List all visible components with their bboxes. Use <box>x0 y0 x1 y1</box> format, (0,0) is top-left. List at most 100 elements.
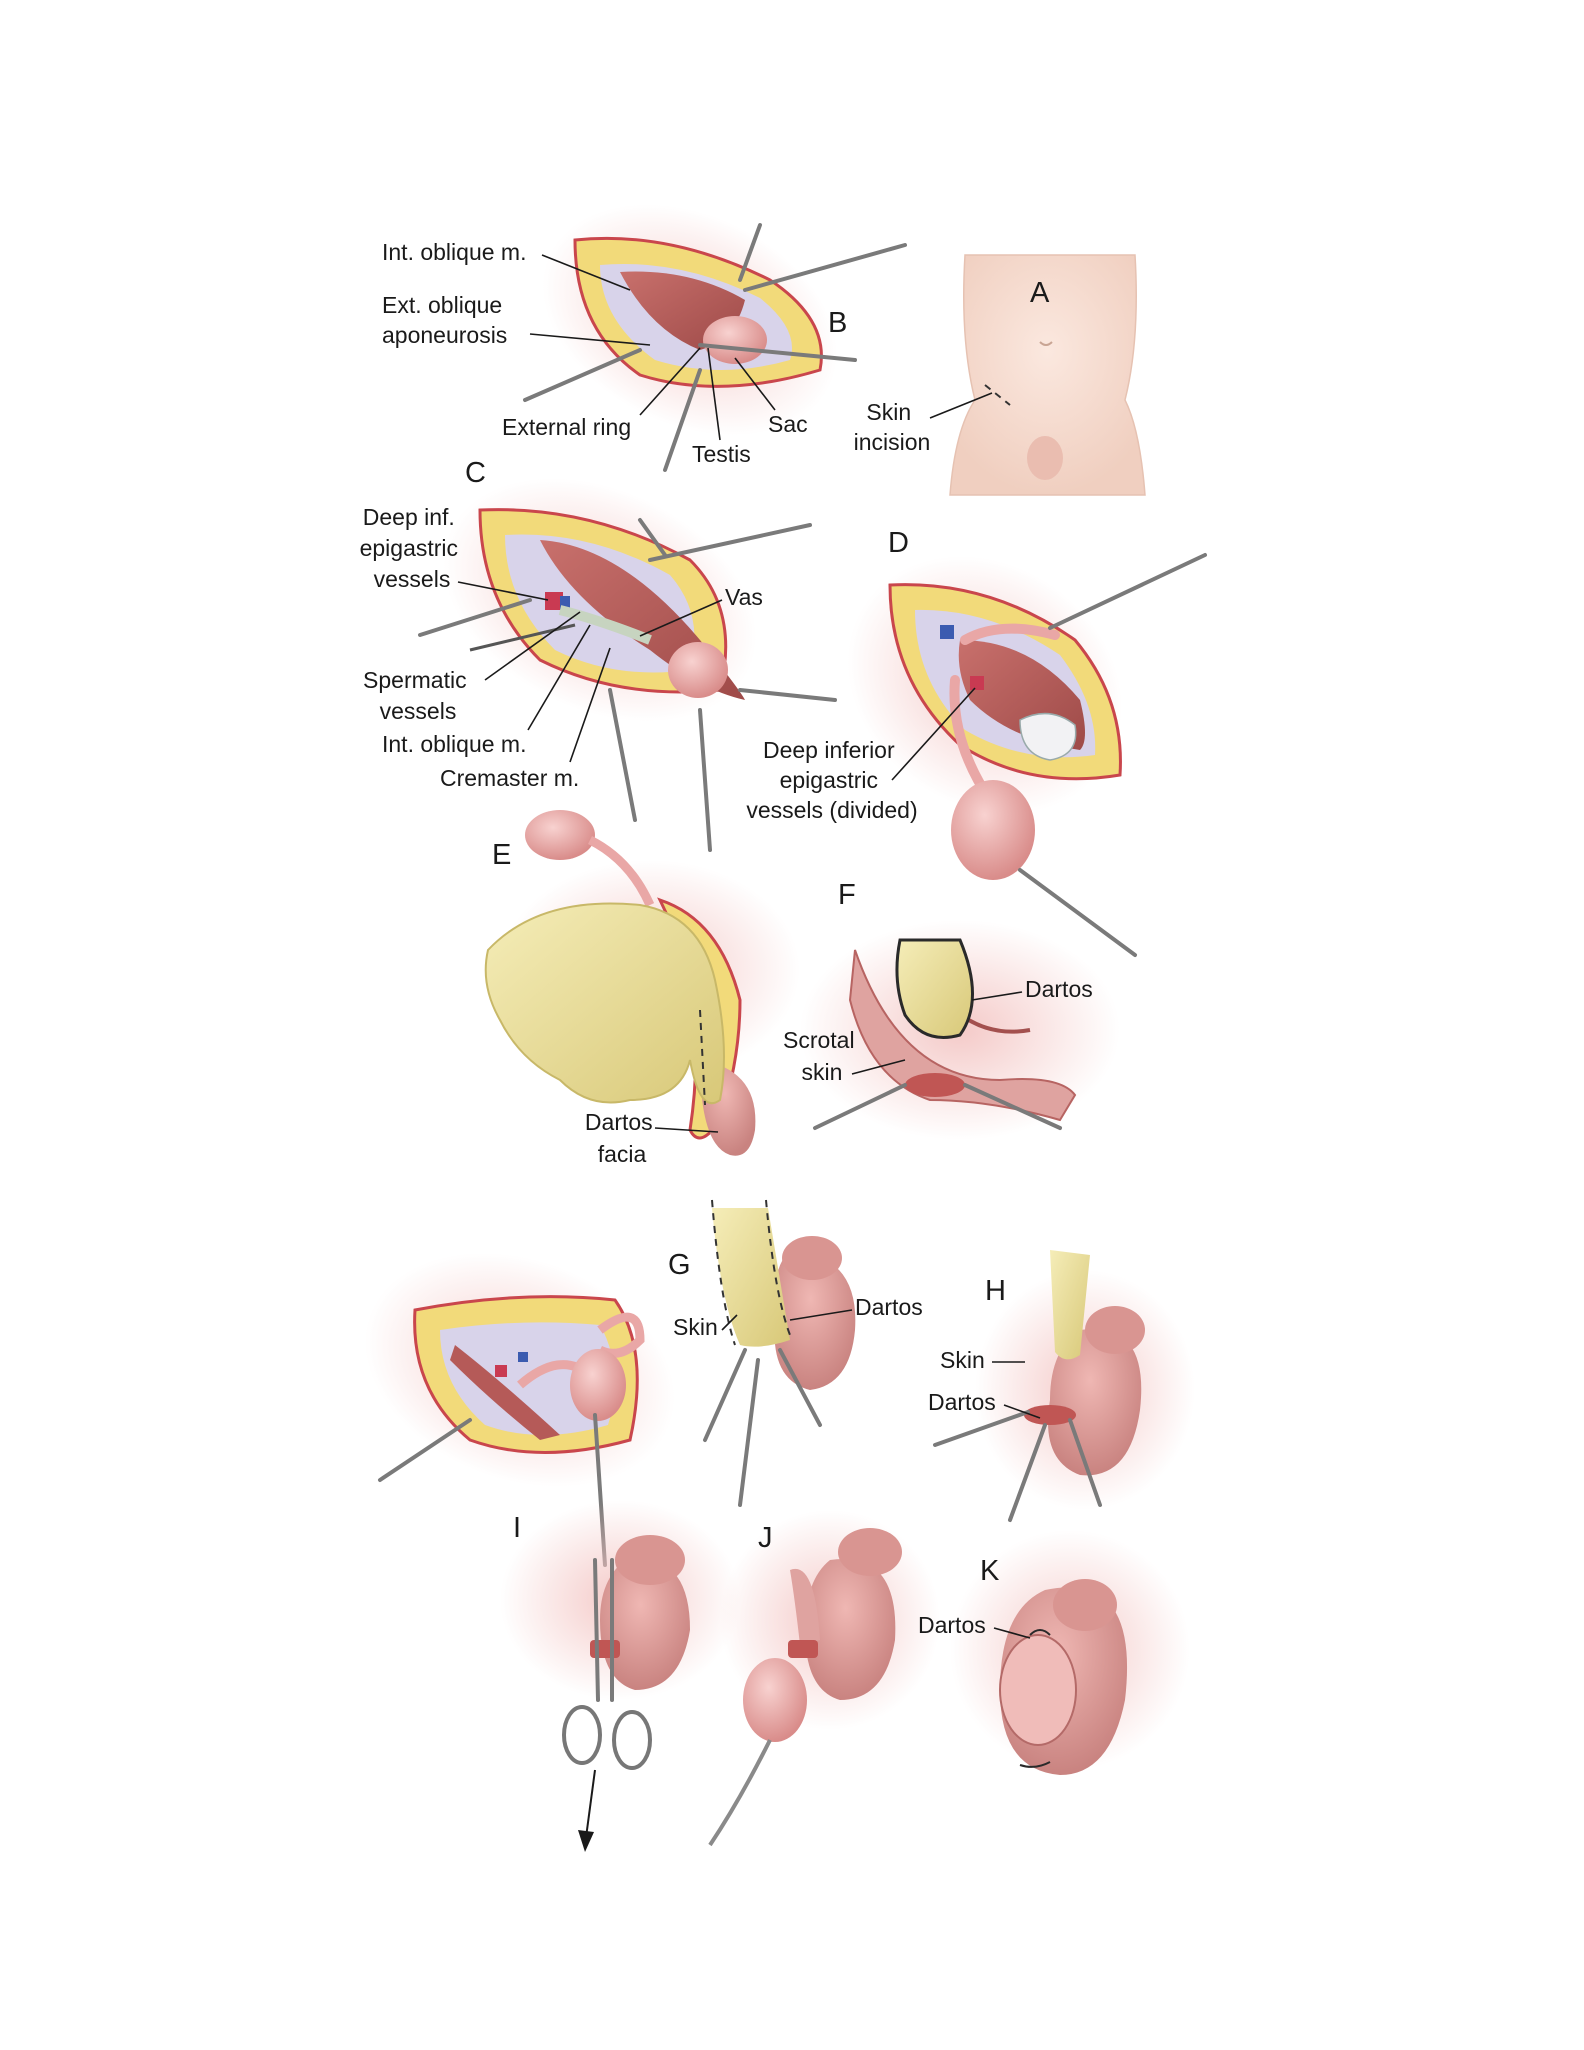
panel-letter-e: E <box>492 839 511 871</box>
clamp-instrument <box>562 1558 652 1770</box>
panel-e: E Dartos facia <box>484 810 800 1167</box>
clamp-instruments <box>418 518 837 852</box>
panel-a: A Skin incision <box>854 254 1146 496</box>
leader-dartos-g <box>789 1309 853 1321</box>
vessels-red <box>495 1365 507 1377</box>
testis-shape <box>951 780 1035 880</box>
testis-shape <box>668 642 728 698</box>
leader-dartos-facia <box>654 1127 719 1133</box>
clamp-instruments <box>933 1410 1102 1522</box>
testis-in-scrotum <box>999 1634 1077 1746</box>
label-int-oblique-c: Int. oblique m. <box>382 731 526 757</box>
testis-shape <box>570 1349 626 1421</box>
panel-j: J <box>708 1510 940 1847</box>
scrotal-opening <box>905 1073 965 1097</box>
traction-instruments <box>1018 553 1207 957</box>
divided-vessels-red <box>970 676 984 690</box>
gloved-finger <box>895 938 974 1039</box>
label-testis: Testis <box>692 441 751 467</box>
leader-external-ring <box>639 347 701 416</box>
scrotum-shape <box>774 1250 856 1390</box>
label-deep-inf-epigastric: Deep inf. epigastric vessels <box>360 504 465 592</box>
testis-shape <box>743 1658 807 1742</box>
testis-shape <box>703 316 767 364</box>
leader-scrotal-skin <box>851 1059 906 1075</box>
label-dartos-k: Dartos <box>918 1612 986 1638</box>
genital-illustration <box>1027 436 1063 480</box>
panel-g: G Skin Dartos <box>668 1199 923 1507</box>
panel-letter-a: A <box>1030 277 1050 309</box>
panel-i: I <box>500 1500 740 1852</box>
panel-b: B Int. oblique m. Ext. oblique aponeuros… <box>382 204 907 472</box>
panel-h: H Skin Dartos <box>928 1250 1195 1522</box>
testis-shape <box>525 810 595 860</box>
label-cremaster: Cremaster m. <box>440 765 579 791</box>
leader-int-oblique-c <box>527 624 591 731</box>
label-scrotal-skin: Scrotal skin <box>783 1027 861 1085</box>
leader-skin-g <box>721 1314 738 1331</box>
leader-vas <box>639 599 723 637</box>
panel-letter-h: H <box>985 1275 1006 1307</box>
epigastric-vessels-blue <box>560 596 570 610</box>
dartos-ring <box>590 1640 620 1658</box>
panel-letter-f: F <box>838 879 856 911</box>
spermatic-cord <box>587 835 655 907</box>
finger-dashed-outline <box>699 1009 706 1106</box>
panel-letter-i: I <box>513 1512 521 1544</box>
label-dartos-f: Dartos <box>1025 976 1093 1002</box>
torso-illustration <box>949 254 1146 496</box>
leader-deep-inf-epigastric <box>457 581 549 601</box>
label-skin-h: Skin <box>940 1347 985 1373</box>
glans-shape <box>782 1236 842 1280</box>
panel-f: F Dartos Scrotal skin <box>783 879 1120 1140</box>
scrotum-shape <box>600 1558 690 1690</box>
panel-letter-k: K <box>980 1555 1000 1587</box>
traction-suture <box>708 1739 772 1847</box>
label-dartos-g: Dartos <box>855 1294 923 1320</box>
vessels-blue <box>518 1352 528 1362</box>
label-dartos-facia: Dartos facia <box>585 1109 659 1167</box>
leader-skin-incision <box>929 392 993 419</box>
finger-through-skin <box>712 1208 790 1347</box>
incision-line <box>984 384 1011 406</box>
panel-letter-d: D <box>888 527 909 559</box>
label-vas: Vas <box>725 584 763 610</box>
retractor-instruments <box>523 223 907 472</box>
leader-int-oblique <box>541 254 631 291</box>
dartos-ring <box>788 1640 818 1658</box>
leader-testis <box>707 347 721 441</box>
dartos-ring <box>1024 1405 1076 1425</box>
label-deep-inferior-epigastric-divided: Deep inferior epigastric vessels (divide… <box>746 737 917 823</box>
panel-c: C Deep inf. epigastric vessels Vas Sperm… <box>360 457 837 852</box>
panel-d: D Deep inferior epigastric vessels (divi… <box>746 527 1207 957</box>
glans-shape <box>1053 1579 1117 1631</box>
closure-suture <box>1019 1761 1051 1768</box>
epigastric-vessels <box>545 592 563 610</box>
label-external-ring: External ring <box>502 414 631 440</box>
leader-sac <box>734 357 776 411</box>
panel-k: K Dartos <box>918 1530 1190 1775</box>
clamp-instruments <box>703 1348 822 1507</box>
panel-letter-g: G <box>668 1249 691 1281</box>
finger-dashed-outline <box>711 1199 793 1346</box>
label-int-oblique: Int. oblique m. <box>382 239 526 265</box>
leader-deep-inferior-epigastric <box>891 687 976 781</box>
glans-shape <box>615 1535 685 1585</box>
leader-spermatic-vessels <box>484 611 581 681</box>
glans-shape <box>838 1528 902 1576</box>
divided-vessels <box>940 625 954 639</box>
clamp-instruments <box>813 1083 1062 1130</box>
label-skin-g: Skin <box>673 1314 718 1340</box>
penile-shaft <box>790 1568 820 1645</box>
leader-dartos-f <box>971 991 1023 1001</box>
label-skin-incision: Skin incision <box>854 399 931 455</box>
peritoneal-opening <box>1019 712 1077 761</box>
label-ext-oblique: Ext. oblique aponeurosis <box>382 292 509 348</box>
panel-wound-left <box>365 1253 675 1567</box>
label-sac: Sac <box>768 411 808 437</box>
leader-ext-oblique <box>529 333 651 346</box>
panel-letter-b: B <box>828 307 847 339</box>
label-spermatic-vessels: Spermatic vessels <box>363 667 473 724</box>
traction-arrow-head <box>578 1830 594 1852</box>
